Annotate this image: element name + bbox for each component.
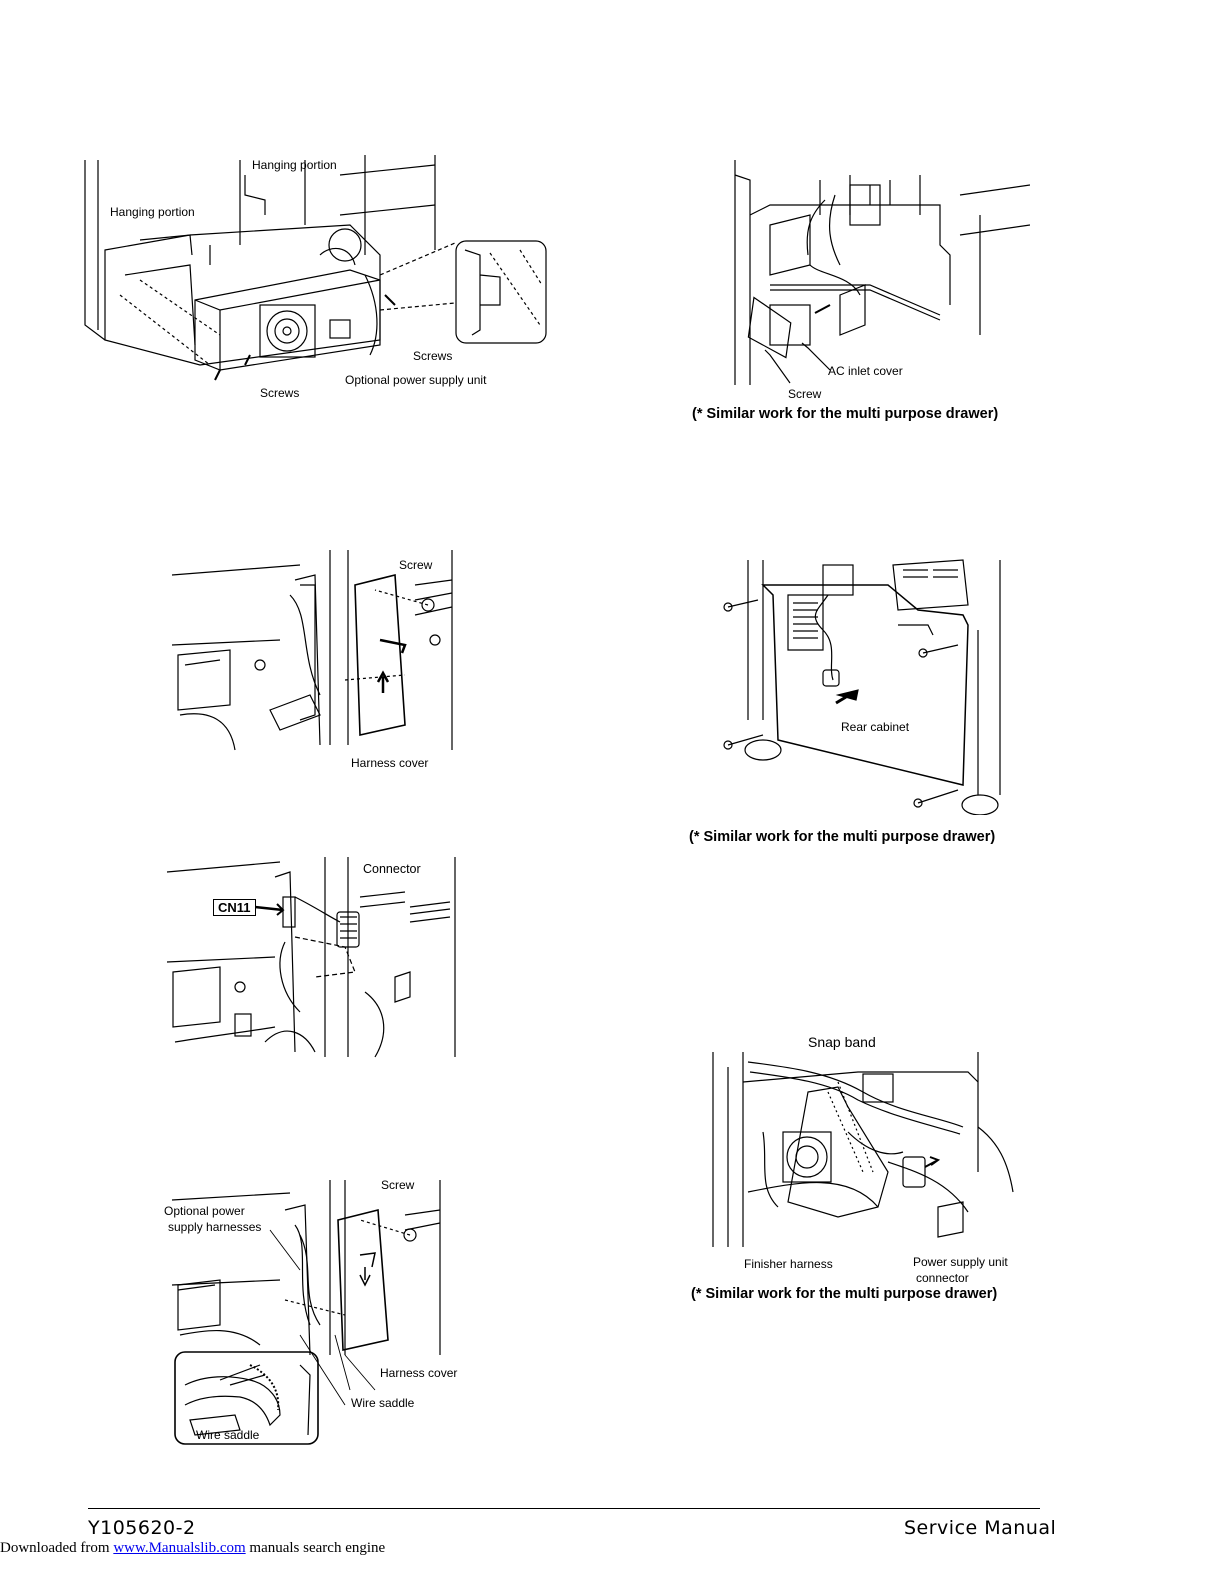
figure-finisher-harness: Snap band Finisher harness Power supply … — [688, 1032, 1018, 1312]
label-hanging-portion-left: Hanging portion — [110, 205, 195, 219]
manualslib-link[interactable]: www.Manualslib.com — [113, 1540, 246, 1556]
label-hanging-portion-top: Hanging portion — [252, 158, 337, 172]
label-rear-cabinet: Rear cabinet — [841, 720, 910, 734]
illustration-wire-saddle — [171, 1180, 441, 1445]
figure-optional-power-supply-unit: Hanging portion Hanging portion Screws O… — [80, 155, 560, 405]
illustration-rear-cabinet — [723, 559, 1001, 815]
footer-divider — [88, 1508, 1040, 1509]
label-screw: Screw — [381, 1178, 415, 1192]
label-harness-cover: Harness cover — [380, 1366, 458, 1380]
note-multi-purpose-drawer: (* Similar work for the multi purpose dr… — [689, 829, 996, 845]
label-screw: Screw — [788, 387, 822, 401]
figure-ac-inlet-cover: AC inlet cover Screw (* Similar work for… — [690, 155, 1030, 430]
label-screws-bottom: Screws — [260, 386, 300, 400]
document-title: Service Manual — [904, 1517, 1057, 1539]
illustration-power-supply-unit — [84, 155, 547, 381]
label-power-supply-unit-connector-2: connector — [916, 1271, 969, 1285]
label-connector: Connector — [363, 862, 421, 876]
label-finisher-harness: Finisher harness — [744, 1257, 833, 1271]
figure-harness-cover-removal: Screw Harness cover — [170, 545, 460, 775]
label-optional-power-supply-unit: Optional power supply unit — [345, 373, 487, 387]
label-optional-power-supply-harnesses-1: Optional power — [164, 1204, 245, 1218]
label-screw: Screw — [399, 558, 433, 572]
label-power-supply-unit-connector-1: Power supply unit — [913, 1255, 1008, 1269]
label-snap-band: Snap band — [808, 1034, 876, 1050]
download-suffix: manuals search engine — [245, 1540, 386, 1556]
label-wire-saddle-inset: Wire saddle — [196, 1428, 260, 1442]
illustration-cn11-connector — [166, 857, 456, 1058]
label-optional-power-supply-harnesses-2: supply harnesses — [168, 1220, 262, 1234]
figure-rear-cabinet: Rear cabinet (* Similar work for the mul… — [688, 555, 1028, 855]
download-prefix: Downloaded from — [0, 1540, 114, 1556]
document-number: Y105620-2 — [88, 1517, 196, 1539]
label-wire-saddle: Wire saddle — [351, 1396, 415, 1410]
download-banner: Downloaded from www.Manualslib.com manua… — [0, 1540, 385, 1557]
label-harness-cover: Harness cover — [351, 756, 429, 770]
illustration-finisher-harness — [712, 1052, 1014, 1247]
figure-wire-saddle: Screw Optional power supply harnesses Ha… — [160, 1175, 470, 1450]
note-multi-purpose-drawer: (* Similar work for the multi purpose dr… — [692, 406, 999, 422]
figure-cn11-connector: Connector CN11 — [165, 852, 460, 1062]
label-cn11: CN11 — [213, 899, 256, 916]
illustration-ac-inlet-cover — [734, 160, 1030, 385]
label-ac-inlet-cover: AC inlet cover — [828, 364, 903, 378]
illustration-harness-cover — [171, 550, 453, 751]
note-multi-purpose-drawer: (* Similar work for the multi purpose dr… — [691, 1286, 998, 1302]
label-screws-right: Screws — [413, 349, 453, 363]
